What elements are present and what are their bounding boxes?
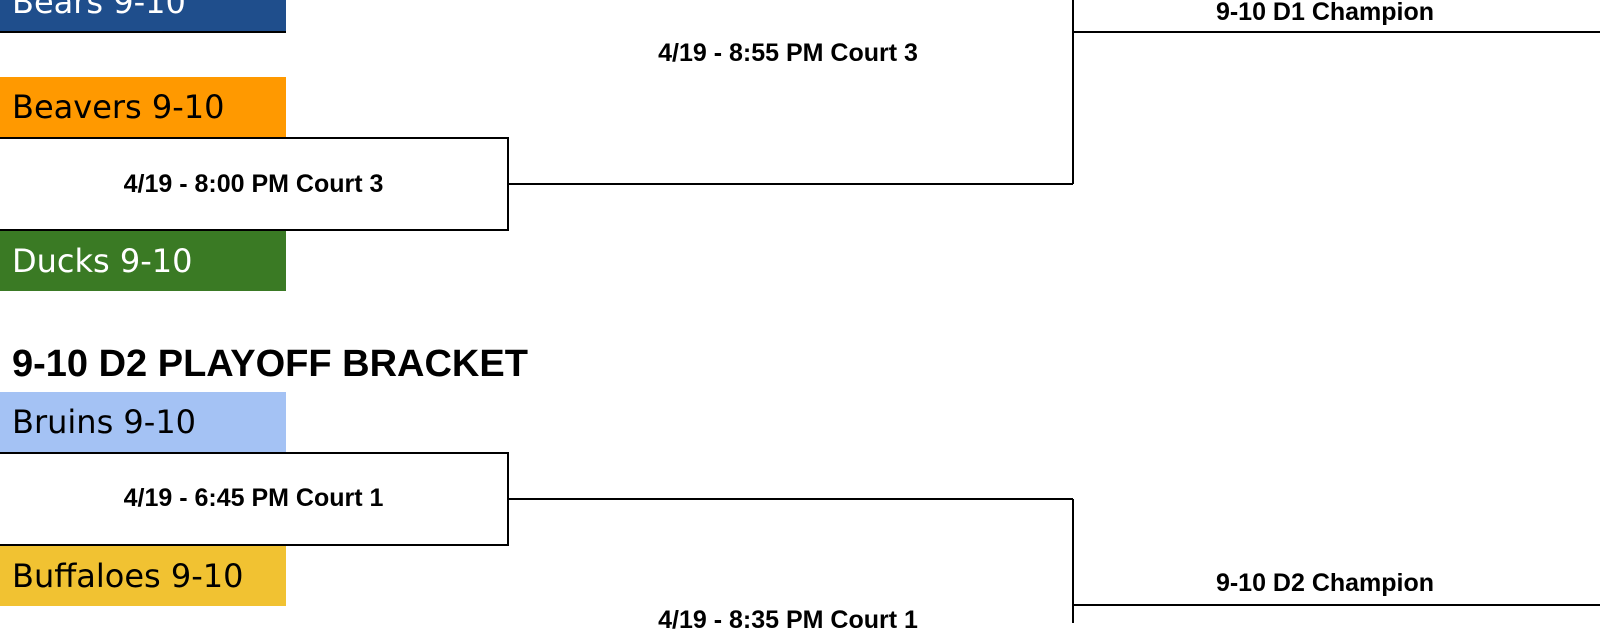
d2-semifinal-game-label: 4/19 - 6:45 PM Court 1: [123, 484, 384, 512]
d1-final-game-label: 4/19 - 8:55 PM Court 3: [658, 39, 918, 67]
bears-underline: [0, 31, 286, 33]
team-bears: Bears 9-10: [0, 0, 286, 32]
team-buffaloes-label: Buffaloes 9-10: [12, 557, 244, 595]
d1-semifinal-game-label: 4/19 - 8:00 PM Court 3: [123, 170, 384, 198]
team-bruins: Bruins 9-10: [0, 392, 286, 452]
d1-champion-label: 9-10 D1 Champion: [1215, 0, 1435, 26]
team-beavers-label: Beavers 9-10: [12, 88, 225, 126]
team-ducks-label: Ducks 9-10: [12, 242, 193, 280]
d2-bracket-title: 9-10 D2 PLAYOFF BRACKET: [12, 343, 528, 385]
d2-champion-label: 9-10 D2 Champion: [1215, 569, 1435, 597]
team-bruins-label: Bruins 9-10: [12, 403, 197, 441]
team-ducks: Ducks 9-10: [0, 231, 286, 291]
team-buffaloes: Buffaloes 9-10: [0, 546, 286, 606]
d1-semifinal-connector: [0, 137, 509, 231]
d2-semifinal-connector: [0, 452, 509, 546]
team-beavers: Beavers 9-10: [0, 77, 286, 137]
team-bears-label: Bears 9-10: [12, 0, 186, 21]
